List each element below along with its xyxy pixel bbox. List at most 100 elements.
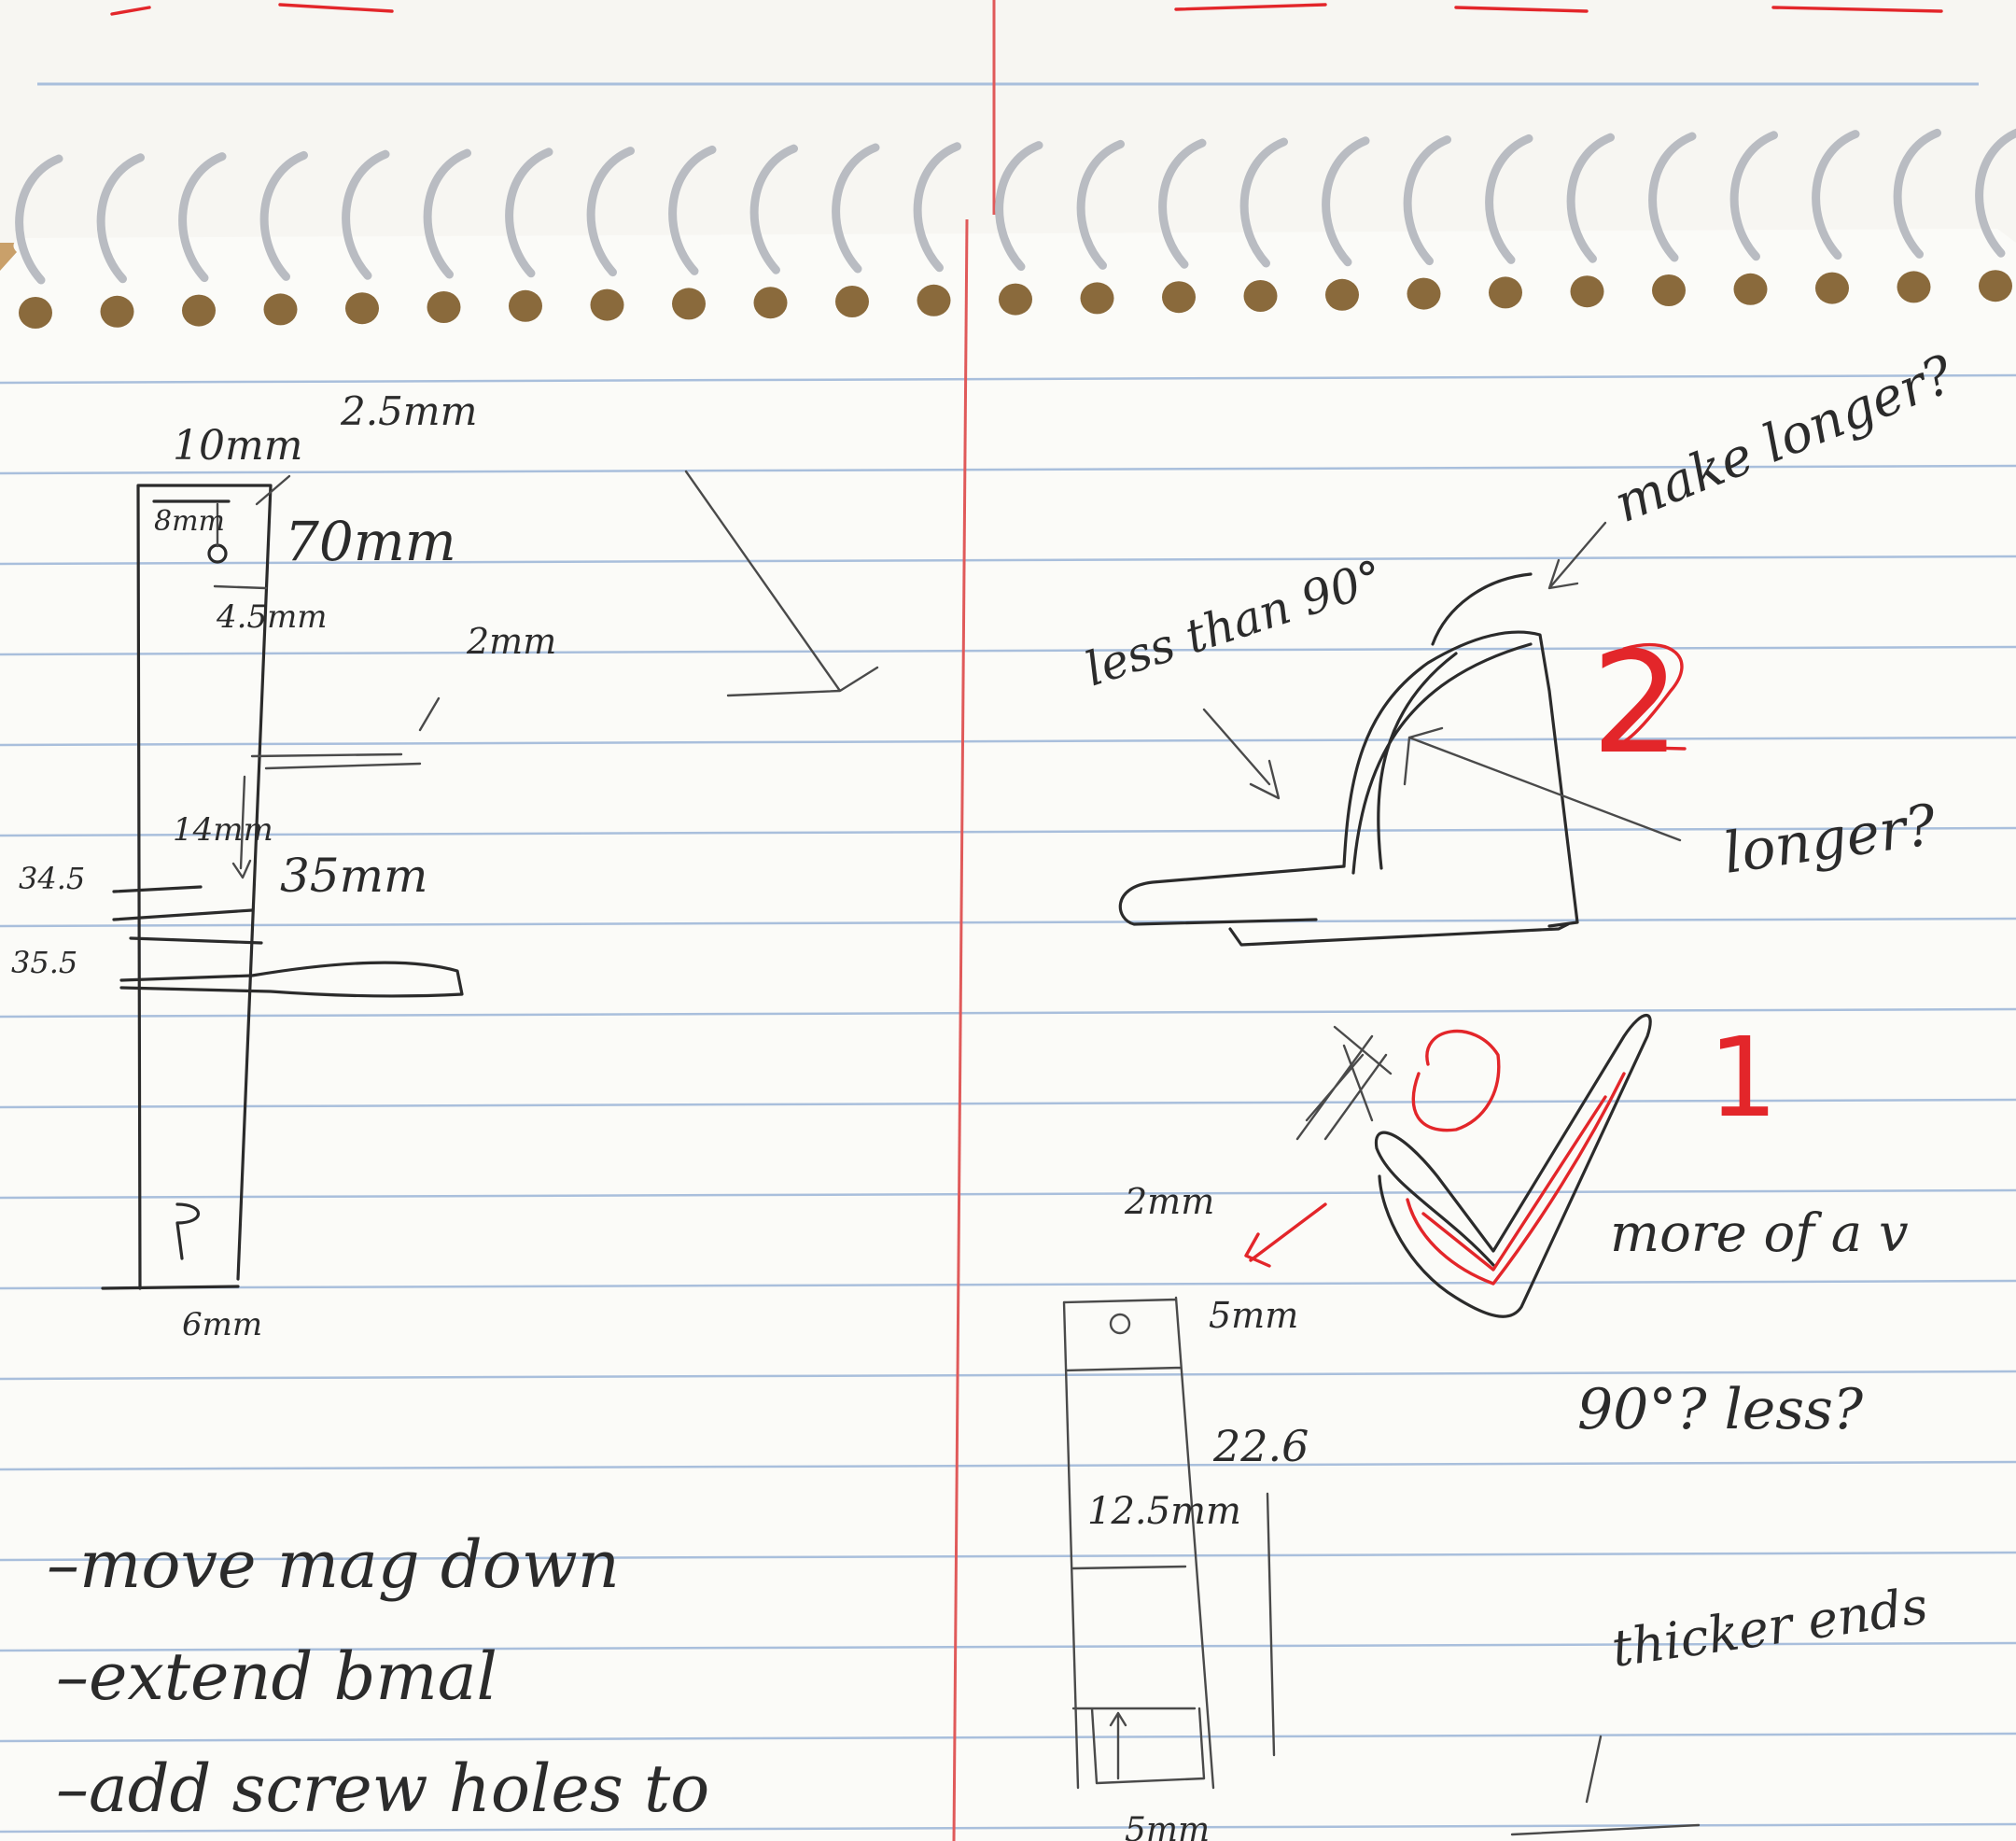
dim-top: 2mm (1124, 1181, 1214, 1222)
spiral-coil (1322, 136, 1370, 267)
binding-hole (1243, 280, 1278, 312)
v-notes: 1 2 more of a v 90°? less? (1577, 623, 1909, 1442)
ruled-line (0, 1732, 2016, 1743)
more-v-note: more of a v (1610, 1203, 1909, 1264)
spiral-coil (668, 145, 717, 275)
dim-inner-right: 12.5mm (1087, 1490, 1241, 1533)
spiral-coil (1403, 135, 1451, 266)
note-3: –add screw holes to (56, 1750, 709, 1827)
step-one: 1 (1708, 1013, 1778, 1142)
spiral-coil (995, 141, 1043, 272)
binding-hole (1489, 276, 1522, 309)
binding-hole (1979, 270, 2012, 302)
ruled-line (0, 736, 2016, 747)
spiral-coil (1076, 139, 1125, 270)
dim-hole: 4.5mm (216, 598, 328, 636)
binding-hole (1897, 271, 1931, 303)
spiral-coil (1729, 131, 1778, 261)
spiral-coil (1239, 137, 1288, 268)
dim-groove: 2mm (466, 621, 556, 662)
dim-b: 35.5 (11, 945, 77, 980)
note-2: –extend bmal (56, 1638, 497, 1715)
binding-hole (753, 287, 788, 319)
bracket-sketch (1118, 521, 1687, 947)
spiral-coil (178, 152, 227, 283)
binding-hole (1652, 274, 1686, 306)
note-1: –move mag down (47, 1526, 620, 1603)
dim-side: 5mm (1209, 1295, 1298, 1336)
spiral-coil (1485, 134, 1533, 264)
spiral-coil (505, 148, 553, 278)
binding-hole (1407, 277, 1441, 310)
ruled-line (0, 1460, 2016, 1471)
ruled-line (0, 1370, 2016, 1381)
dim-mid: 35mm (280, 849, 427, 903)
ruled-line (0, 464, 2016, 475)
dim-bottom-right: 5mm (1125, 1811, 1210, 1841)
spiral-binding (15, 128, 2016, 329)
spiral-coil (749, 144, 798, 274)
binding-hole (1733, 273, 1768, 305)
dim-bottom: 6mm (182, 1306, 262, 1343)
binding-hole (263, 293, 298, 326)
spiral-coil (1566, 133, 1615, 263)
spiral-coil (913, 142, 961, 273)
spiral-coil (1893, 128, 1941, 259)
dim-top-width: 10mm (173, 422, 302, 470)
angle-question-note: 90°? less? (1577, 1377, 1864, 1442)
ruled-line (0, 373, 2016, 385)
ruled-lines (0, 373, 2016, 1834)
ruled-line (0, 826, 2016, 837)
binding-hole (100, 295, 134, 328)
spiral-coil (259, 150, 308, 281)
spiral-coil (1975, 128, 2016, 258)
dim-length: 70mm (285, 510, 456, 573)
ruled-line (0, 1188, 2016, 1200)
binding-hole (1570, 275, 1604, 308)
dim-a: 34.5 (19, 861, 85, 896)
ruled-line (0, 555, 2016, 566)
ruled-line (0, 645, 2016, 656)
spiral-coil (1648, 132, 1697, 262)
dim-inner: 8mm (154, 505, 225, 538)
left-dimensions: 10mm 2.5mm 8mm 70mm 4.5mm 2mm 14mm 34.5 … (11, 388, 556, 1343)
todo-notes: –move mag down –extend bmal –add screw h… (47, 1526, 709, 1827)
spiral-coil (1158, 138, 1207, 269)
binding-hole (19, 297, 52, 329)
ruled-line (0, 1551, 2016, 1562)
dim-height: 22.6 (1212, 1421, 1309, 1471)
binding-hole (999, 283, 1032, 316)
spiral-coil (832, 143, 880, 274)
binding-hole (917, 284, 951, 316)
binding-hole (590, 288, 624, 321)
spiral-coil (586, 147, 635, 277)
ruled-line (0, 917, 2016, 928)
ruled-line (0, 1098, 2016, 1109)
dim-offset: 2.5mm (340, 388, 477, 434)
spiral-coil (96, 153, 145, 284)
spiral-coil (423, 148, 471, 279)
binding-hole (1815, 272, 1849, 304)
v-sketch (1244, 1013, 1652, 1318)
binding-hole (835, 286, 869, 317)
spiral-coil (15, 154, 63, 285)
binding-hole (427, 291, 461, 323)
step-two: 2 (1591, 623, 1680, 785)
binding-hole (672, 288, 706, 320)
binding-hole (509, 289, 542, 322)
ruled-line (0, 1641, 2016, 1652)
column-sketch (1062, 1296, 1701, 1836)
spiral-coil (1812, 130, 1860, 260)
margin-line (952, 218, 969, 1841)
back-page (0, 0, 2016, 243)
left-sketch (101, 470, 879, 1290)
binding-hole (345, 292, 379, 325)
binding-hole (1325, 278, 1359, 311)
back-page-red-writing (110, 3, 1943, 16)
binding-hole (1080, 282, 1114, 315)
binding-hole (1162, 281, 1196, 314)
spiral-coil (342, 149, 390, 280)
ruled-line (0, 1007, 2016, 1019)
